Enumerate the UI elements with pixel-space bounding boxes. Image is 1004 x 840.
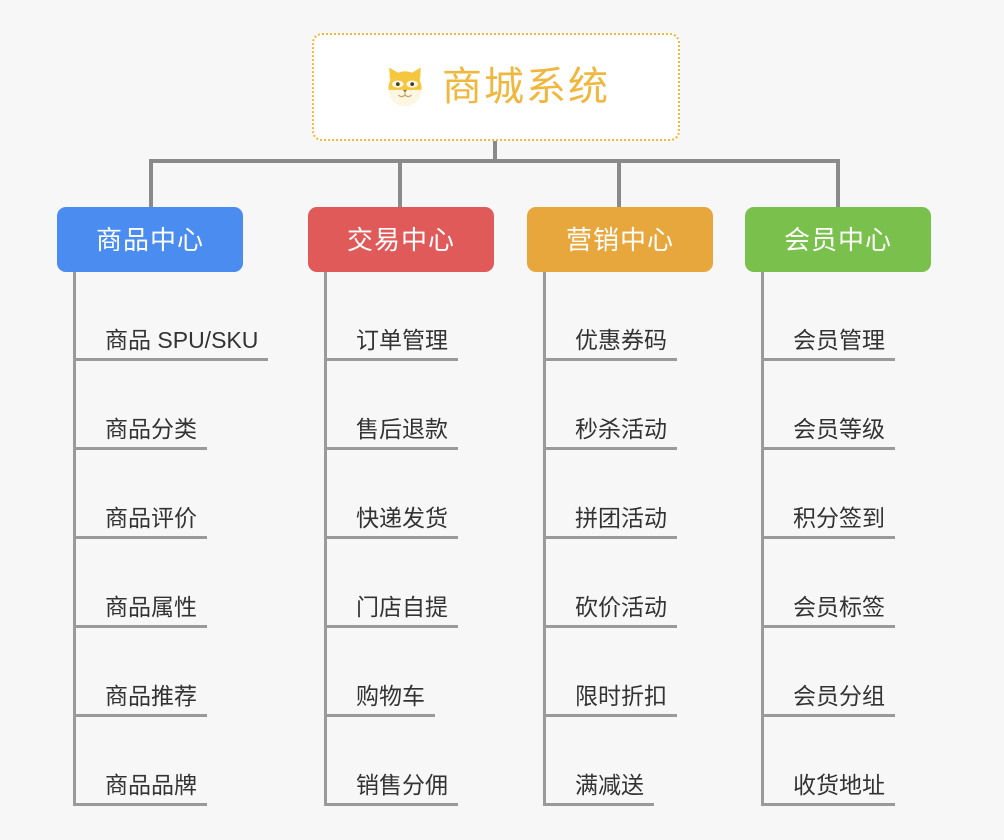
- list-item[interactable]: 销售分佣: [308, 717, 543, 806]
- connector-horizontal-bus: [149, 159, 840, 163]
- category-column-marketing: 营销中心 优惠券码 秒杀活动 拼团活动 砍价活动 限时折扣: [527, 207, 762, 806]
- leaf-list-marketing: 优惠券码 秒杀活动 拼团活动 砍价活动 限时折扣 满减送: [527, 272, 762, 806]
- leaf-label: 商品品牌: [105, 772, 197, 798]
- list-item[interactable]: 商品分类: [57, 361, 317, 450]
- list-item[interactable]: 订单管理: [308, 272, 543, 361]
- connector-drop-交易中心: [398, 159, 402, 209]
- leaf-label: 商品评价: [105, 505, 197, 531]
- leaf-underline: [543, 358, 677, 361]
- leaf-label: 砍价活动: [575, 594, 667, 620]
- leaf-underline: [73, 625, 207, 628]
- leaf-label: 购物车: [356, 683, 425, 709]
- leaf-underline: [543, 536, 677, 539]
- leaf-underline: [543, 803, 654, 806]
- leaf-underline: [543, 714, 677, 717]
- leaf-list-products: 商品 SPU/SKU 商品分类 商品评价 商品属性 商品推荐 商品品牌: [57, 272, 317, 806]
- list-item[interactable]: 商品品牌: [57, 717, 317, 806]
- leaf-label: 秒杀活动: [575, 416, 667, 442]
- leaf-label: 订单管理: [356, 327, 448, 353]
- list-item[interactable]: 购物车: [308, 628, 543, 717]
- leaf-underline: [324, 714, 435, 717]
- list-item[interactable]: 优惠券码: [527, 272, 762, 361]
- leaf-underline: [761, 447, 895, 450]
- list-item[interactable]: 限时折扣: [527, 628, 762, 717]
- list-item[interactable]: 商品推荐: [57, 628, 317, 717]
- leaf-underline: [73, 803, 207, 806]
- category-column-members: 会员中心 会员管理 会员等级 积分签到 会员标签 会员分组: [745, 207, 980, 806]
- category-column-transactions: 交易中心 订单管理 售后退款 快递发货 门店自提 购物车: [308, 207, 543, 806]
- list-item[interactable]: 快递发货: [308, 450, 543, 539]
- leaf-label: 快递发货: [356, 505, 448, 531]
- list-item[interactable]: 秒杀活动: [527, 361, 762, 450]
- leaf-list-members: 会员管理 会员等级 积分签到 会员标签 会员分组 收货地址: [745, 272, 980, 806]
- leaf-label: 积分签到: [793, 505, 885, 531]
- connector-drop-营销中心: [617, 159, 621, 209]
- leaf-underline: [324, 803, 458, 806]
- connector-root-stem: [493, 141, 497, 163]
- shiba-dog-face-icon: [388, 67, 422, 107]
- leaf-label: 商品属性: [105, 594, 197, 620]
- leaf-underline: [761, 803, 895, 806]
- list-item[interactable]: 商品 SPU/SKU: [57, 272, 317, 361]
- connector-drop-会员中心: [836, 159, 840, 209]
- leaf-list-transactions: 订单管理 售后退款 快递发货 门店自提 购物车 销售分佣: [308, 272, 543, 806]
- leaf-underline: [324, 625, 458, 628]
- leaf-label: 会员分组: [793, 683, 885, 709]
- root-node-mall-system[interactable]: 商城系统: [312, 33, 680, 141]
- leaf-underline: [73, 358, 269, 361]
- list-item[interactable]: 收货地址: [745, 717, 980, 806]
- list-item[interactable]: 会员标签: [745, 539, 980, 628]
- leaf-label: 销售分佣: [356, 772, 448, 798]
- category-header-marketing[interactable]: 营销中心: [527, 207, 713, 272]
- list-item[interactable]: 商品评价: [57, 450, 317, 539]
- leaf-underline: [543, 447, 677, 450]
- leaf-underline: [73, 714, 207, 717]
- leaf-underline: [761, 358, 895, 361]
- list-item[interactable]: 会员分组: [745, 628, 980, 717]
- leaf-underline: [543, 625, 677, 628]
- leaf-underline: [324, 447, 458, 450]
- leaf-label: 商品推荐: [105, 683, 197, 709]
- leaf-underline: [761, 625, 895, 628]
- leaf-underline: [324, 358, 458, 361]
- leaf-label: 收货地址: [793, 772, 885, 798]
- leaf-underline: [73, 447, 207, 450]
- leaf-underline: [73, 536, 207, 539]
- list-item[interactable]: 满减送: [527, 717, 762, 806]
- leaf-label: 会员标签: [793, 594, 885, 620]
- leaf-underline: [761, 714, 895, 717]
- leaf-label: 拼团活动: [575, 505, 667, 531]
- category-header-transactions[interactable]: 交易中心: [308, 207, 494, 272]
- leaf-label: 会员等级: [793, 416, 885, 442]
- list-item[interactable]: 会员管理: [745, 272, 980, 361]
- list-item[interactable]: 积分签到: [745, 450, 980, 539]
- leaf-label: 商品 SPU/SKU: [105, 327, 259, 353]
- leaf-label: 会员管理: [793, 327, 885, 353]
- root-node-label: 商城系统: [442, 65, 610, 109]
- list-item[interactable]: 门店自提: [308, 539, 543, 628]
- list-item[interactable]: 拼团活动: [527, 450, 762, 539]
- leaf-label: 门店自提: [356, 594, 448, 620]
- leaf-label: 售后退款: [356, 416, 448, 442]
- leaf-label: 满减送: [575, 772, 644, 798]
- category-header-members[interactable]: 会员中心: [745, 207, 931, 272]
- connector-drop-商品中心: [149, 159, 153, 209]
- list-item[interactable]: 商品属性: [57, 539, 317, 628]
- list-item[interactable]: 会员等级: [745, 361, 980, 450]
- leaf-underline: [761, 536, 895, 539]
- leaf-label: 商品分类: [105, 416, 197, 442]
- category-column-products: 商品中心 商品 SPU/SKU 商品分类 商品评价 商品属性 商品推荐: [57, 207, 317, 806]
- category-header-products[interactable]: 商品中心: [57, 207, 243, 272]
- list-item[interactable]: 售后退款: [308, 361, 543, 450]
- leaf-label: 限时折扣: [575, 683, 667, 709]
- leaf-label: 优惠券码: [575, 327, 667, 353]
- list-item[interactable]: 砍价活动: [527, 539, 762, 628]
- leaf-underline: [324, 536, 458, 539]
